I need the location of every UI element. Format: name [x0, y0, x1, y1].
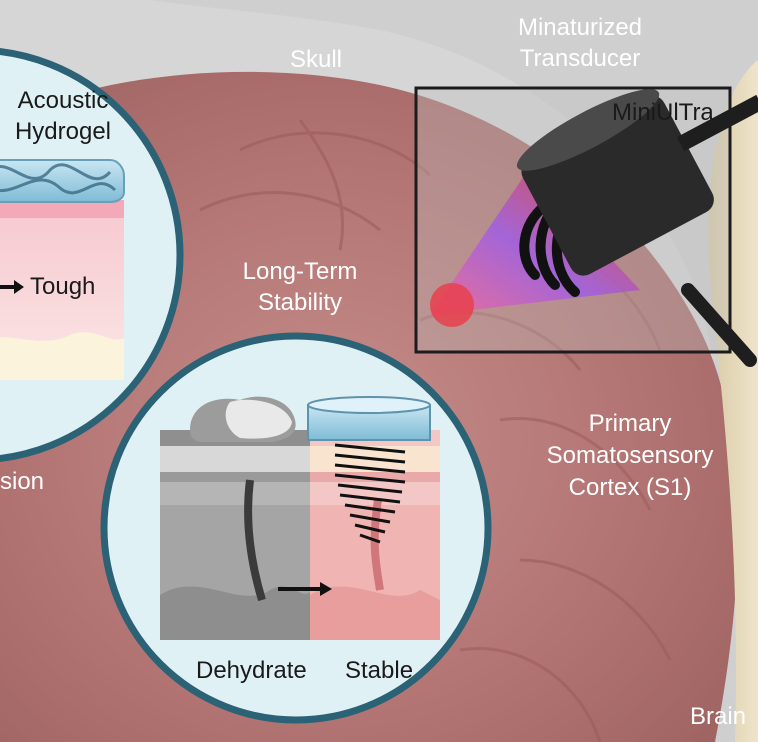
- stable-label: Stable: [345, 657, 414, 684]
- gel-coil: [334, 443, 406, 544]
- cortex-label-line2: Somatosensory: [546, 442, 714, 469]
- stability-label-line2: Stability: [257, 289, 343, 316]
- transducer-label-line1: Minaturized: [517, 14, 643, 41]
- transducer-cable: [681, 283, 757, 367]
- stability-arrow: [320, 582, 332, 596]
- hydrogel-disk: [0, 159, 125, 203]
- cortex-label-line3: Cortex (S1): [568, 474, 692, 501]
- stability-label-line1: Long-Term: [242, 258, 358, 285]
- cortex-label-line1: Primary: [588, 410, 672, 437]
- tough-arrow: [14, 280, 24, 294]
- subcutaneous-layer: [0, 332, 124, 380]
- ultrasound-beam: [430, 170, 640, 315]
- transducer-label-line2: Transducer: [519, 45, 641, 72]
- hydrogel-network: [0, 163, 117, 195]
- brain-label: Brain: [690, 703, 747, 730]
- adhesion-partial-label: sion: [0, 468, 45, 495]
- transducer-body: [516, 89, 758, 276]
- hydrogel-label-line1: Acoustic: [17, 87, 109, 114]
- dehydrate-label: Dehydrate: [196, 657, 307, 684]
- hydrogel-circle: [0, 48, 184, 462]
- stability-circle: [100, 332, 492, 724]
- tough-label: Tough: [30, 273, 96, 300]
- focal-spot: [430, 283, 474, 327]
- hydrogel-label-line2: Hydrogel: [14, 118, 112, 145]
- skull-band: [150, 0, 758, 742]
- bone-edge: [708, 60, 758, 742]
- device-name-label: MiniUlTra: [612, 99, 714, 126]
- skull-label: Skull: [289, 46, 343, 73]
- transducer-inset: [414, 86, 758, 367]
- skin-top-layer: [0, 200, 124, 218]
